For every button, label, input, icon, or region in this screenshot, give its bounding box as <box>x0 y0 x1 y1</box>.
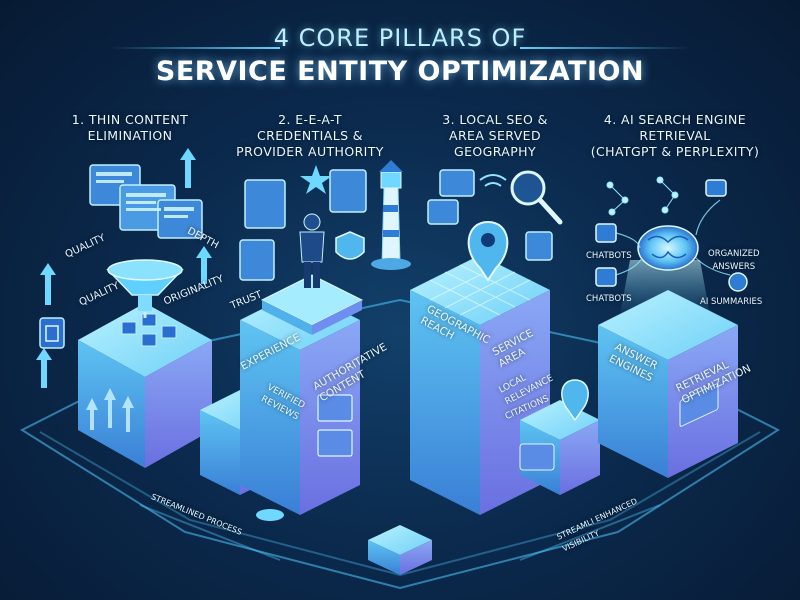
label-ai-summaries: AI SUMMARIES <box>700 297 763 307</box>
shield-icon <box>335 231 365 260</box>
star-icon <box>300 165 332 194</box>
person-icon <box>299 213 325 288</box>
magnifier-icon <box>510 170 563 225</box>
title-rule-right <box>520 47 690 49</box>
label-chatbots-1: CHATBOTS <box>586 251 632 261</box>
pillar-4-heading: 4. AI SEARCH ENGINE RETRIEVAL (CHATGPT &… <box>590 112 760 159</box>
pillar-2-illustration <box>200 160 411 515</box>
pillar-1-heading: 1. THIN CONTENT ELIMINATION <box>71 112 189 143</box>
title-rule-left <box>110 47 280 49</box>
signal-icon <box>479 174 507 187</box>
title-line-1: 4 CORE PILLARS OF <box>273 24 527 52</box>
trash-icon <box>39 317 65 349</box>
pillar-3-illustration <box>410 169 600 515</box>
question-badge-icon <box>728 272 748 292</box>
pillar-1-illustration <box>36 148 212 468</box>
pillar-4-illustration <box>595 176 748 478</box>
chatbot-icon <box>595 267 617 287</box>
title-block: 4 CORE PILLARS OF SERVICE ENTITY OPTIMIZ… <box>0 24 800 87</box>
label-chatbots-2: CHATBOTS <box>586 294 632 304</box>
pillar-2-heading: 2. E-E-A-T CREDENTIALS & PROVIDER AUTHOR… <box>236 112 384 159</box>
brain-icon <box>637 225 699 271</box>
title-line-2: SERVICE ENTITY OPTIMIZATION <box>155 56 645 87</box>
center-node <box>256 509 432 575</box>
location-pin-icon <box>467 220 509 282</box>
lighthouse-icon <box>371 160 411 270</box>
chat-icon <box>705 179 727 197</box>
pillar-3-heading: 3. LOCAL SEO & AREA SERVED GEOGRAPHY <box>442 112 548 159</box>
question-icon <box>595 223 617 243</box>
